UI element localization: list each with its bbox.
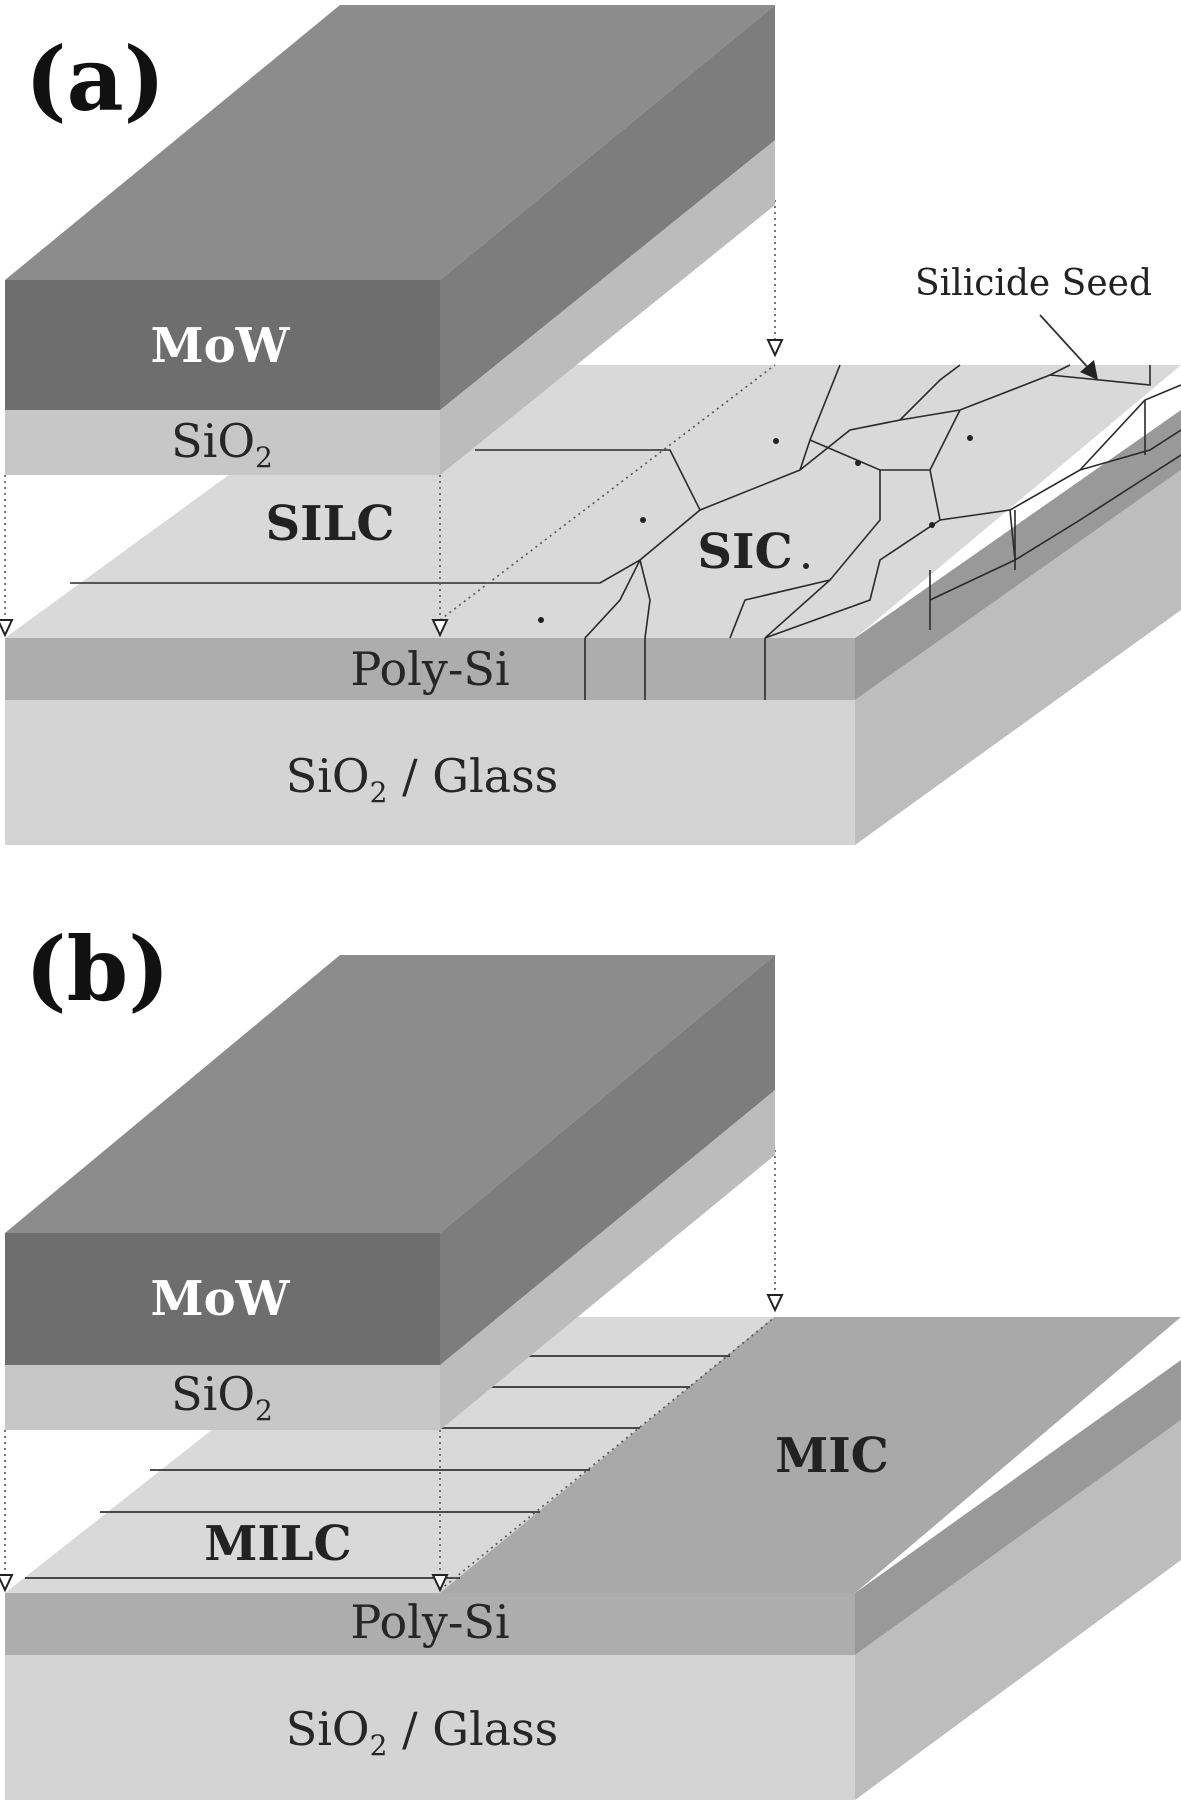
guide-arrow (766, 1294, 784, 1313)
guide-arrow (766, 339, 784, 358)
substrate-b-main: SiO (286, 1702, 370, 1756)
substrate-b-label: SiO2 / Glass (286, 1702, 559, 1762)
substrate-a-sub: 2 (370, 776, 388, 809)
sic-label: SIC (697, 524, 792, 580)
polysi-b-label: Poly-Si (350, 1595, 509, 1649)
mic-label: MIC (775, 1428, 889, 1484)
guide-arrow (431, 619, 449, 638)
sio2-b-side (440, 1090, 775, 1430)
substrate-a-label: SiO2 / Glass (286, 749, 559, 809)
seed-dot (929, 522, 935, 528)
guide-line (439, 364, 776, 621)
substrate-a-rest: / Glass (387, 749, 558, 803)
mow-a-label: MoW (150, 318, 290, 374)
sio2-a-label: SiO2 (171, 414, 273, 474)
sio2-b-sub: 2 (255, 1394, 273, 1427)
panel-a-label: (a) (25, 27, 165, 131)
sio2-a-sub: 2 (255, 441, 273, 474)
polysi-b-front (5, 1593, 855, 1655)
milc-label: MILC (204, 1516, 352, 1572)
polysi-b-side (855, 1360, 1181, 1655)
seed-arrow-head (1080, 360, 1098, 380)
mow-a-front (5, 280, 440, 410)
sic-grains (70, 364, 1181, 700)
substrate-b-side (855, 1420, 1181, 1800)
silicide-seed-dots (538, 435, 973, 623)
polysi-a-label: Poly-Si (350, 642, 509, 696)
guide-arrow (0, 1574, 14, 1593)
seed-arrow-line (1039, 314, 1093, 373)
seed-dot (967, 435, 973, 441)
sio2-b-front (5, 1365, 440, 1430)
panel-b-label: (b) (25, 917, 170, 1021)
polysi-a-side (855, 410, 1181, 700)
guide-line (439, 1316, 776, 1591)
substrate-a-side (855, 470, 1181, 845)
silc-label: SILC (265, 496, 394, 552)
polysi-a-front (5, 638, 855, 700)
mow-b-front (5, 1233, 440, 1365)
substrate-b-rest: / Glass (387, 1702, 558, 1756)
silicide-seed-note: Silicide Seed (915, 263, 1152, 304)
mic-region (440, 1317, 1181, 1593)
sio2-b-label: SiO2 (171, 1367, 273, 1427)
sio2-a-side (440, 140, 775, 475)
sio2-a-front (5, 410, 440, 475)
guide-arrow (431, 1574, 449, 1593)
seed-dot (855, 460, 861, 466)
substrate-a-front (5, 700, 855, 845)
mow-b-top (5, 955, 775, 1233)
seed-dot (538, 617, 544, 623)
substrate-b-sub: 2 (370, 1729, 388, 1762)
seed-dot (773, 438, 779, 444)
panel-b: (b) MoW SiO2 MILC MIC Poly-Si SiO2 / Gla… (0, 917, 1181, 1800)
sio2-b-main: SiO (171, 1367, 255, 1421)
guide-arrow (0, 619, 14, 638)
seed-dot (803, 563, 809, 569)
mow-b-label: MoW (150, 1271, 290, 1327)
sio2-a-main: SiO (171, 414, 255, 468)
mow-a-top (5, 5, 775, 280)
substrate-a-main: SiO (286, 749, 370, 803)
mow-b-side (440, 955, 775, 1365)
substrate-b-front (5, 1655, 855, 1800)
seed-dot (640, 517, 646, 523)
panel-a: (a) MoW SiO2 SILC SIC Silicide Seed Poly… (0, 5, 1181, 845)
mow-a-side (440, 5, 775, 410)
